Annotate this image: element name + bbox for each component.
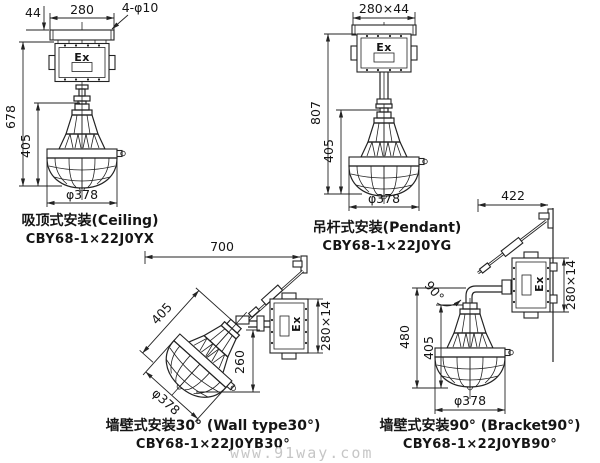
lamp-fixture	[348, 111, 428, 200]
dim-box-face: 280×14	[563, 260, 578, 310]
pendant-caption: 吊杆式安装(Pendant)	[313, 219, 462, 236]
lamp-fixture	[46, 103, 126, 192]
wall-bolt	[549, 294, 558, 304]
wall-arm	[235, 315, 271, 332]
watermark: www.91way.com	[230, 444, 373, 462]
dim-reach: 700	[210, 239, 234, 254]
ex-marking: Ex	[533, 276, 546, 292]
dim-drop: 260	[232, 350, 247, 374]
ceiling-model: CBY68-1×22J0YX	[26, 232, 155, 247]
wall-bracket	[538, 208, 554, 229]
pendant-dimensions: 280×44 807 405 φ378	[308, 1, 420, 211]
wall30-model: CBY68-1×22J0YB30°	[136, 437, 290, 452]
dim-lamp-diameter: φ378	[66, 187, 98, 202]
ex-marking: Ex	[376, 41, 392, 54]
pendant-rod	[375, 72, 393, 113]
dim-angle: 90°	[422, 278, 448, 305]
dim-overall-height: 807	[308, 101, 323, 125]
turnbuckle	[260, 284, 284, 306]
turnbuckle	[500, 236, 524, 258]
wall-arm-elbow	[465, 279, 512, 303]
support-rod	[477, 219, 547, 275]
dim-holes: 4-φ10	[122, 0, 159, 15]
dim-lamp-height: 405	[321, 139, 336, 163]
dim-overall-height: 678	[3, 105, 18, 129]
dim-plate: 280×44	[359, 1, 409, 16]
dim-lamp-height: 405	[18, 134, 33, 158]
dim-reach: 422	[501, 188, 525, 203]
ex-marking: Ex	[290, 316, 303, 332]
bracket90-caption: 墙壁式安装90° (Bracket90°)	[379, 417, 580, 434]
support-rod	[246, 269, 304, 323]
bracket90-model: CBY68-1×22J0YB90°	[403, 437, 557, 452]
dim-plate-thickness: 44	[25, 5, 41, 20]
pendant-model: CBY68-1×22J0YG	[322, 239, 451, 254]
ceiling-diagram: 280 44 4-φ10 678 405 φ378 Ex 吸顶式安装(Ceili…	[3, 0, 158, 247]
lamp-fixture	[434, 302, 514, 391]
dim-hole-spacing: 280	[70, 2, 94, 17]
ex-marking: Ex	[74, 51, 90, 64]
wall30-diagram: 405 φ378 700 260 280×14 Ex 墙壁式安装30° (Wal…	[106, 239, 333, 452]
wall30-dimensions: 700 260 280×14	[144, 239, 333, 393]
ceiling-caption: 吸顶式安装(Ceiling)	[22, 212, 159, 229]
ceiling-dimensions: 280 44 4-φ10 678 405 φ378	[3, 0, 158, 207]
pendant-diagram: 280×44 807 405 φ378 Ex 吊杆式安装(Pendant) CB…	[308, 1, 461, 254]
dim-box-face: 280×14	[318, 301, 333, 351]
dim-overall-drop: 480	[397, 325, 412, 349]
dim-lamp-diameter: φ378	[454, 393, 486, 408]
dim-lamp-diameter: φ378	[368, 191, 400, 206]
wall-bolt	[549, 262, 558, 272]
dim-lamp-height: 405	[421, 336, 436, 360]
wall-bracket	[292, 255, 308, 274]
dim-lamp-height: 405	[148, 300, 175, 328]
wall30-caption: 墙壁式安装30° (Wall type30°)	[106, 417, 321, 434]
